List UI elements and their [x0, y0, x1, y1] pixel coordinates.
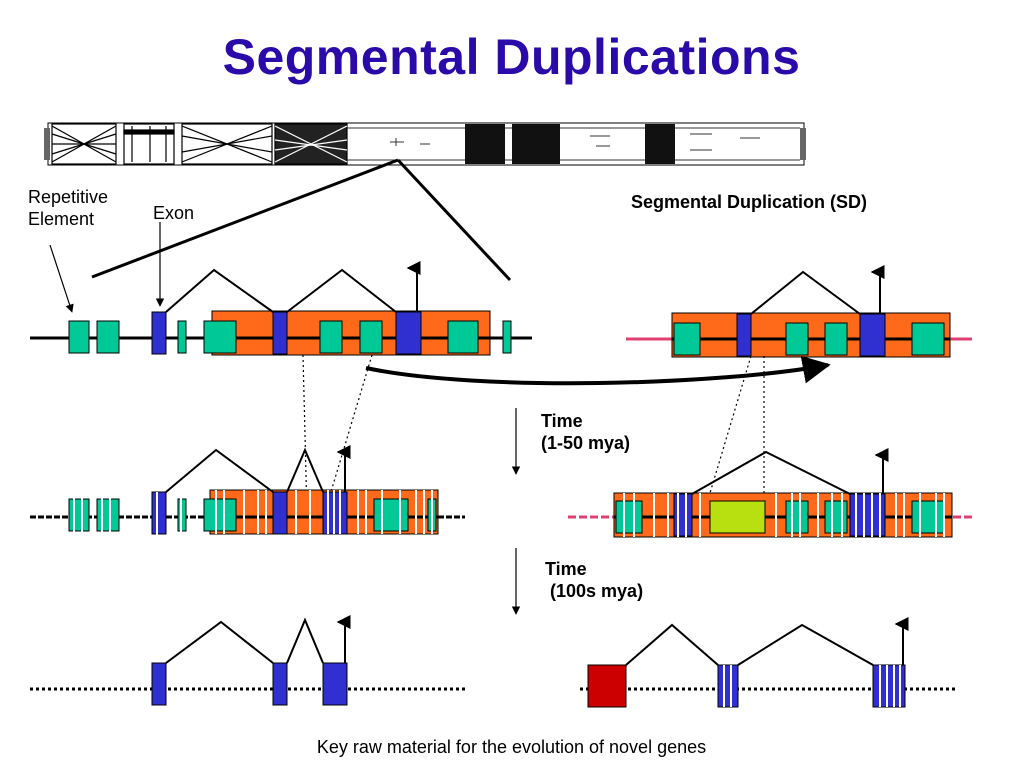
repeat-element [447, 320, 479, 354]
sd-block [211, 310, 491, 356]
chromosome-ideogram [44, 122, 806, 166]
exon [859, 313, 886, 357]
diverged-exon [709, 500, 766, 534]
repetitive-element-label: Repetitive Element [28, 187, 109, 229]
novel-exon [587, 664, 627, 708]
page-title: Segmental Duplications [222, 29, 801, 85]
repeat-element [673, 322, 701, 356]
time-label-1: Time (1-50 mya) [541, 411, 631, 453]
repeat-element [319, 320, 343, 354]
repeat-element [203, 320, 237, 354]
exon [395, 311, 422, 355]
transcription-start-arrow [406, 261, 421, 312]
diverged-copy-locus [568, 448, 972, 538]
zoom-lines [91, 158, 512, 282]
ancient-original-locus [30, 615, 465, 706]
duplication-arrow [365, 355, 831, 386]
repeat-element [785, 322, 809, 356]
sd-block [613, 492, 953, 538]
sd-block [671, 312, 951, 358]
exon [151, 311, 167, 355]
exon [736, 313, 752, 357]
repeat-element [824, 322, 848, 356]
caption: Key raw material for the evolution of no… [316, 737, 707, 757]
repetitive-element-pointer [49, 244, 74, 313]
splice-junction [286, 268, 397, 313]
novel-gene-locus [580, 617, 955, 708]
alignment-lines-right [709, 355, 765, 494]
repeat-element [68, 320, 90, 354]
duplicated-locus [626, 265, 972, 358]
repeat-element [96, 320, 120, 354]
alignment-lines-left [302, 354, 373, 516]
repeat-element [359, 320, 383, 354]
original-locus [30, 261, 532, 356]
splice-junction [165, 268, 274, 313]
repeat-element [177, 320, 187, 354]
segmental-duplication-label: Segmental Duplication (SD) [631, 192, 868, 212]
transcription-start-arrow [870, 265, 885, 314]
exon [272, 311, 288, 355]
time-label-2: Time (100s mya) [545, 559, 644, 601]
exon-label: Exon [153, 203, 195, 223]
repeat-element [911, 322, 945, 356]
diverged-original-locus [30, 445, 465, 536]
repeat-element [502, 320, 512, 354]
splice-junction [750, 270, 861, 315]
